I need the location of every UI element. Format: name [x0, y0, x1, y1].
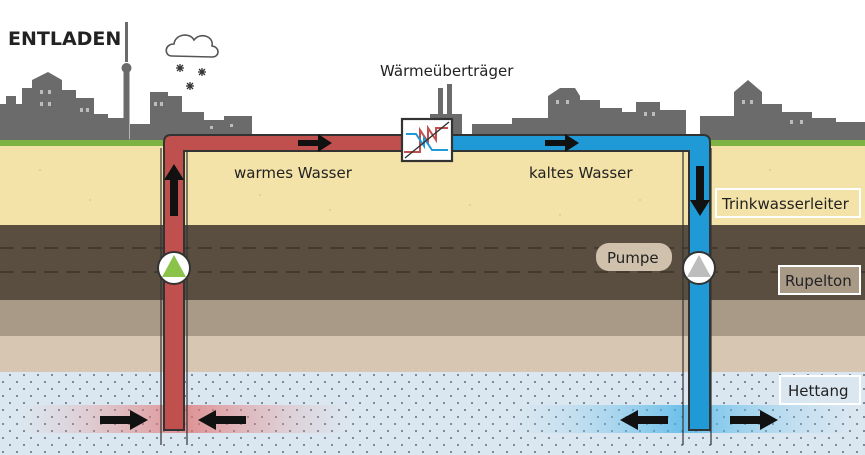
layer-label-bg-clay: [778, 265, 861, 295]
arrow-icon: [100, 134, 778, 430]
skyline-left-windows: [40, 90, 233, 129]
cloud-icon: [165, 34, 219, 58]
diagram-title: ENTLADEN: [8, 28, 121, 50]
pump-label: Pumpe: [607, 249, 659, 267]
heat-exchanger-label: Wärmeüberträger: [380, 62, 514, 80]
snowflake-icon: [176, 64, 206, 90]
cold-pipe: [451, 134, 711, 431]
layer-label-deep: Hettang: [788, 382, 849, 400]
layer-clay-mid: [0, 300, 865, 336]
skyline-right: [472, 80, 865, 140]
pump-icon: [157, 251, 191, 285]
skyline-left: [0, 22, 252, 140]
layer-label-aquifer-top: Trinkwasserleiter: [721, 195, 850, 213]
skyline-right-windows: [556, 100, 803, 124]
cold-glow: [510, 405, 860, 433]
pump-icon: [682, 251, 716, 285]
warm-water-label: warmes Wasser: [234, 164, 353, 182]
layer-label-bg-aquifer-top: [715, 188, 861, 218]
pump-label-bg: [596, 243, 672, 271]
heat-exchanger-icon: [400, 117, 454, 163]
cold-water-label: kaltes Wasser: [529, 164, 633, 182]
layer-label-bg-deep: [779, 375, 861, 405]
warm-pipe: [163, 134, 405, 431]
layer-clay-light: [0, 336, 865, 372]
layer-label-clay: Rupelton: [785, 272, 852, 290]
layer-clay-dark: [0, 225, 865, 300]
